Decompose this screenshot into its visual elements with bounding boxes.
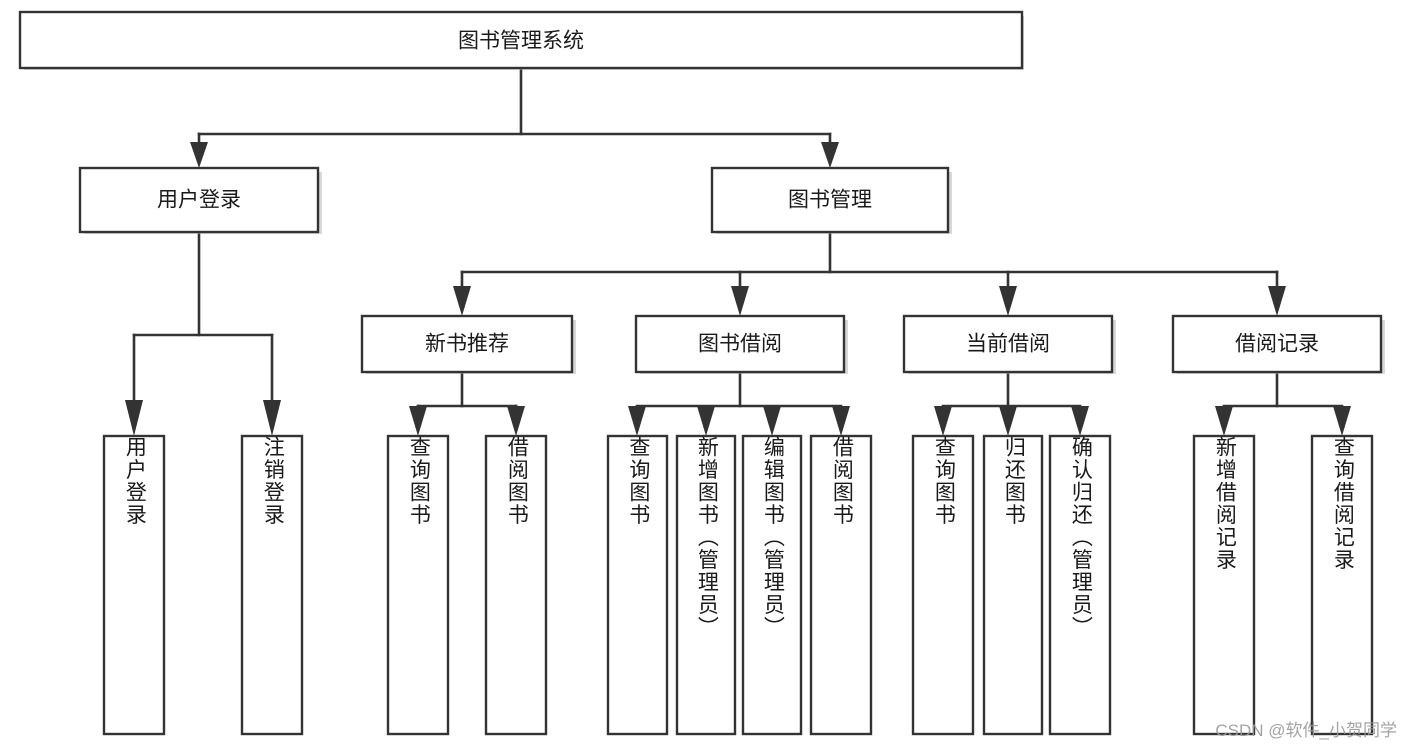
arrow-head-leaf-add-record [1215,406,1233,436]
root-box[interactable] [18,10,1024,70]
leaf-borrow-book-1-box[interactable] [484,434,548,736]
leaf-query-book-3-box[interactable] [911,434,975,736]
arrow-head-leaf-borrow-book-2 [832,406,850,436]
arrow-head-leaf-return-book [999,406,1017,436]
cb-label: 当前借阅 [966,333,1050,356]
arrow-head-book-manage [821,142,839,168]
user-login-label: 用户登录 [157,189,241,212]
arrow-head-leaf-query-book-3 [934,406,952,436]
leaf-logout-login-box[interactable] [240,434,304,736]
leaf-box-group [102,434,1374,736]
arrow-head-leaf-add-book [697,406,715,436]
root-label: 图书管理系统 [458,30,584,53]
node-user-login[interactable]: 用户登录 [78,166,322,234]
arrow-head-leaf-edit-book [763,406,781,436]
leaf-borrow-book-2-box[interactable] [809,434,873,736]
node-new-book-recommend[interactable]: 新书推荐 [360,314,576,374]
leaf-query-record-box[interactable] [1310,434,1374,736]
user-login-box[interactable] [78,166,320,234]
arrow-head-book-borrow [731,286,749,316]
arrow-head-borrow-record [1268,286,1286,316]
arrow-head-user-login [190,142,208,168]
leaf-confirm-return-box[interactable] [1048,434,1112,736]
leaf-edit-book-box[interactable] [741,434,803,736]
arrow-head-leaf-borrow-book-1 [507,406,525,436]
arrow-head-leaf-query-book-1 [409,406,427,436]
leaf-add-book-box[interactable] [675,434,737,736]
br-box[interactable] [1171,314,1383,374]
book-manage-label: 图书管理 [788,189,872,212]
leaf-return-book-box[interactable] [982,434,1044,736]
leaf-query-book-2-box[interactable] [606,434,669,736]
arrow-head-leaf-user-login [125,400,143,436]
bb-box[interactable] [634,314,846,374]
node-borrow-record[interactable]: 借阅记录 [1171,314,1385,374]
book-manage-box[interactable] [710,166,950,234]
leaf-add-record-box[interactable] [1192,434,1256,736]
arrow-head-leaf-query-record [1333,406,1351,436]
node-current-borrow[interactable]: 当前借阅 [902,314,1116,374]
cb-box[interactable] [902,314,1114,374]
node-book-borrow[interactable]: 图书借阅 [634,314,848,374]
br-label: 借阅记录 [1235,333,1319,356]
leaf-query-book-1-box[interactable] [386,434,450,736]
arrow-head-leaf-confirm-return [1071,406,1089,436]
arrow-head-leaf-query-book-2 [628,406,646,436]
node-root[interactable]: 图书管理系统 [18,10,1024,70]
arrow-head-current-borrow [999,286,1017,316]
arrow-head-new-book-recommend [453,286,471,316]
leaf-user-login-box[interactable] [102,434,166,736]
node-book-manage[interactable]: 图书管理 [710,166,952,234]
connector-group [125,66,1351,436]
watermark: CSDN @软件_小贺同学 [1215,721,1397,740]
bb-label: 图书借阅 [698,333,782,356]
arrow-head-leaf-logout-login [263,400,281,436]
nbr-label: 新书推荐 [425,333,509,356]
nbr-box[interactable] [360,314,574,374]
